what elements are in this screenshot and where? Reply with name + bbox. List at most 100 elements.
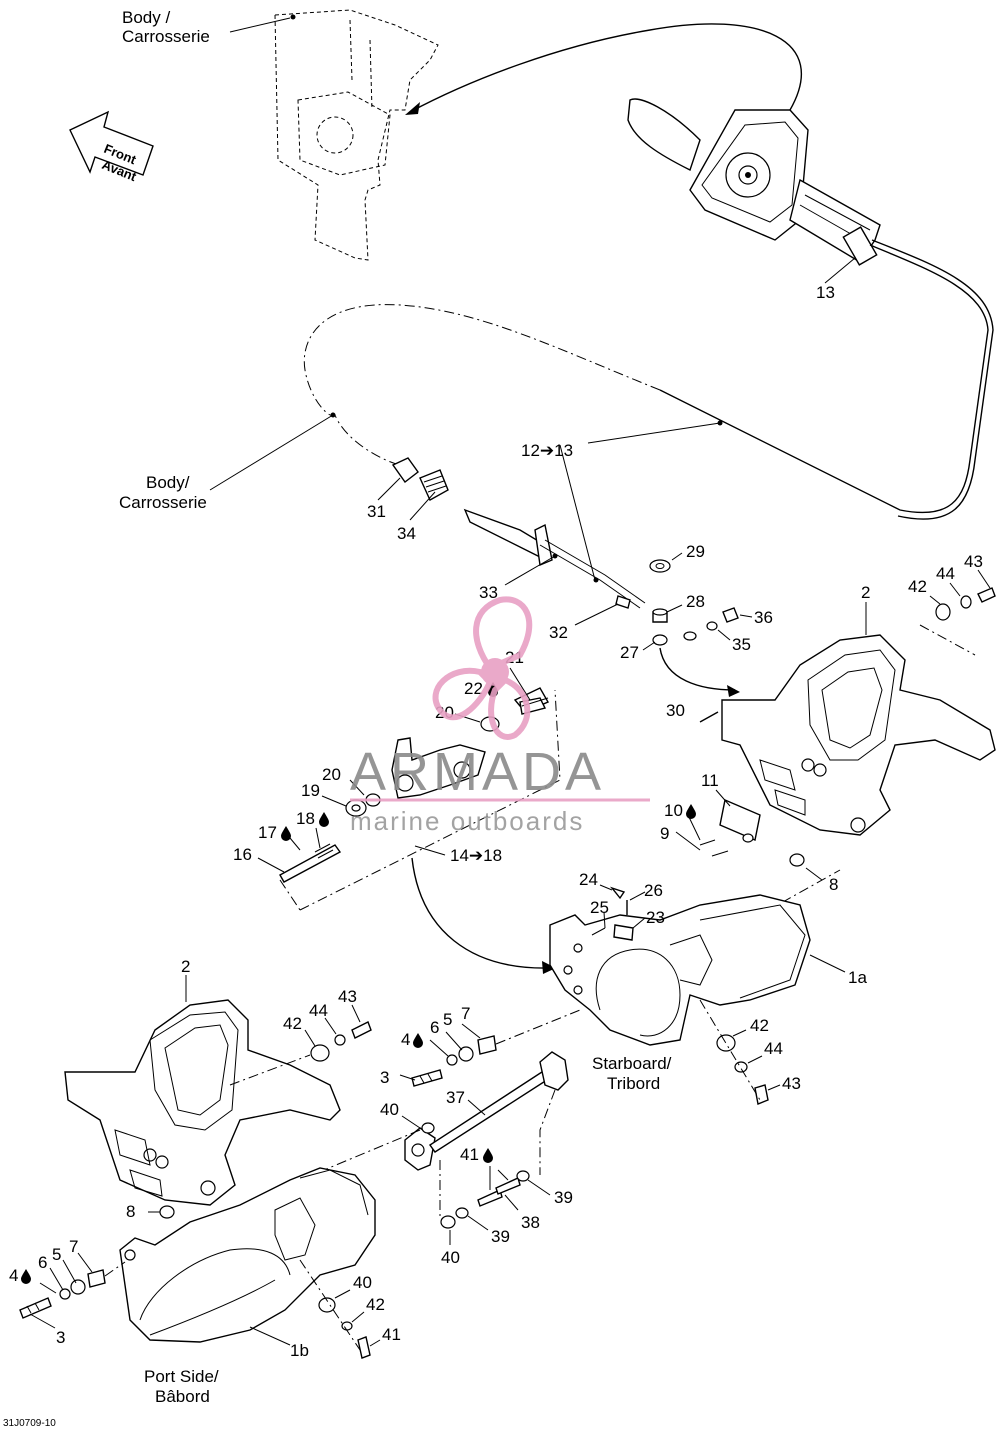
part-label-41-a: 41 [460,1145,479,1164]
svg-text:Body/: Body/ [146,473,190,492]
part-label-24: 24 [579,870,598,889]
port-caption: Port Side/ Bâbord [144,1367,219,1406]
part-label-5-center: 5 [443,1010,452,1029]
part-label-1b: 1b [290,1341,309,1360]
flow-arrowhead-top [405,102,420,115]
part-label-2-right: 2 [861,583,870,602]
propeller-logo [432,596,533,740]
part-label-34: 34 [397,524,416,543]
part-label-43-starboard: 43 [782,1074,801,1093]
part-label-1a: 1a [848,968,867,987]
part-label-7-port: 7 [69,1237,78,1256]
svg-text:Starboard/: Starboard/ [592,1054,672,1073]
part-label-31: 31 [367,502,386,521]
flow-arrow-top [409,23,802,113]
part-label-44-left: 44 [309,1001,328,1020]
part-label-44-right: 44 [936,564,955,583]
front-direction-arrow: Front Avant [69,110,154,184]
part-label-37: 37 [446,1088,465,1107]
body-outline-top [229,9,439,261]
throttle-cable-outer [659,244,989,514]
part-label-5-port: 5 [52,1245,61,1264]
left-bracket-hardware [229,1021,372,1086]
part-label-6-center: 6 [430,1018,439,1037]
right-bracket-hardware [935,587,996,621]
part-label-22: 22 [464,679,483,698]
part-label-8-right: 8 [829,875,838,894]
part-label-9: 9 [660,824,669,843]
small-hardware-top [649,559,740,697]
part-label-10: 10 [664,801,683,820]
part-label-42-starboard: 42 [750,1016,769,1035]
throttle-handle [627,98,881,284]
svg-text:marine outboards: marine outboards [350,806,584,836]
washer-8-left [159,1205,175,1219]
part-label-42-left: 42 [283,1014,302,1033]
part-label-3-center: 3 [380,1068,389,1087]
part-label-3-port: 3 [56,1328,65,1347]
svg-text:Port Side/: Port Side/ [144,1367,219,1386]
svg-text:Tribord: Tribord [607,1074,660,1093]
body-loop-dashdot [303,304,661,466]
part-label-2-left: 2 [181,957,190,976]
cable-fittings [391,457,646,609]
part-label-33: 33 [479,583,498,602]
part-label-35: 35 [732,635,751,654]
part-label-39-b: 39 [491,1227,510,1246]
starboard-caption: Starboard/ Tribord [592,1054,672,1093]
part-label-38: 38 [521,1213,540,1232]
part-label-44-starboard: 44 [764,1039,783,1058]
part-label-12-13: 12➔13 [521,441,573,460]
svg-text:Carrosserie: Carrosserie [122,27,210,46]
part-label-40-a: 40 [380,1100,399,1119]
body-caption-top: Body / Carrosserie [122,8,210,46]
part-label-29: 29 [686,542,705,561]
part-label-16: 16 [233,845,252,864]
part-label-13: 13 [816,283,835,302]
starboard-nozzle [549,886,811,1046]
part-label-19: 19 [301,781,320,800]
stopper-plate [699,799,805,867]
part-label-42-port: 42 [366,1295,385,1314]
part-label-30: 30 [666,701,685,720]
body-caption-mid: Body/ Carrosserie [119,473,207,512]
part-label-36: 36 [754,608,773,627]
part-label-32: 32 [549,623,568,642]
svg-text:Bâbord: Bâbord [155,1387,210,1406]
svg-text:Body /: Body / [122,8,170,27]
right-steering-bracket [721,624,996,836]
part-label-40-b: 40 [441,1248,460,1267]
port-hardware [19,1261,126,1319]
part-label-28: 28 [686,592,705,611]
left-steering-bracket [64,999,341,1206]
part-label-39-a: 39 [554,1188,573,1207]
part-label-18: 18 [296,809,315,828]
part-label-27: 27 [620,643,639,662]
starboard-hardware [699,999,769,1105]
armada-watermark: ARMADA marine outboards [350,596,650,836]
flow-arrow-mid [411,857,551,969]
part-label-26: 26 [644,881,663,900]
part-label-4-port: 4 [9,1266,18,1285]
part-label-41-port: 41 [382,1325,401,1344]
part-label-42-right: 42 [908,577,927,596]
part-label-40-c: 40 [353,1273,372,1292]
diagram-id: 31J0709-10 [3,1418,56,1429]
part-label-7-center: 7 [461,1004,470,1023]
svg-text:ARMADA: ARMADA [350,742,605,802]
center-hardware [411,1009,581,1087]
part-label-14-18: 14➔18 [450,846,502,865]
part-label-25: 25 [590,898,609,917]
part-label-17: 17 [258,823,277,842]
part-label-4-center: 4 [401,1030,410,1049]
svg-text:Carrosserie: Carrosserie [119,493,207,512]
part-label-43-right: 43 [964,552,983,571]
part-label-23: 23 [646,908,665,927]
part-label-6-port: 6 [38,1253,47,1272]
part-label-20-b: 20 [322,765,341,784]
part-label-43-left: 43 [338,987,357,1006]
tie-rod [299,1051,569,1229]
part-label-11: 11 [701,771,719,790]
part-label-8-left: 8 [126,1202,135,1221]
